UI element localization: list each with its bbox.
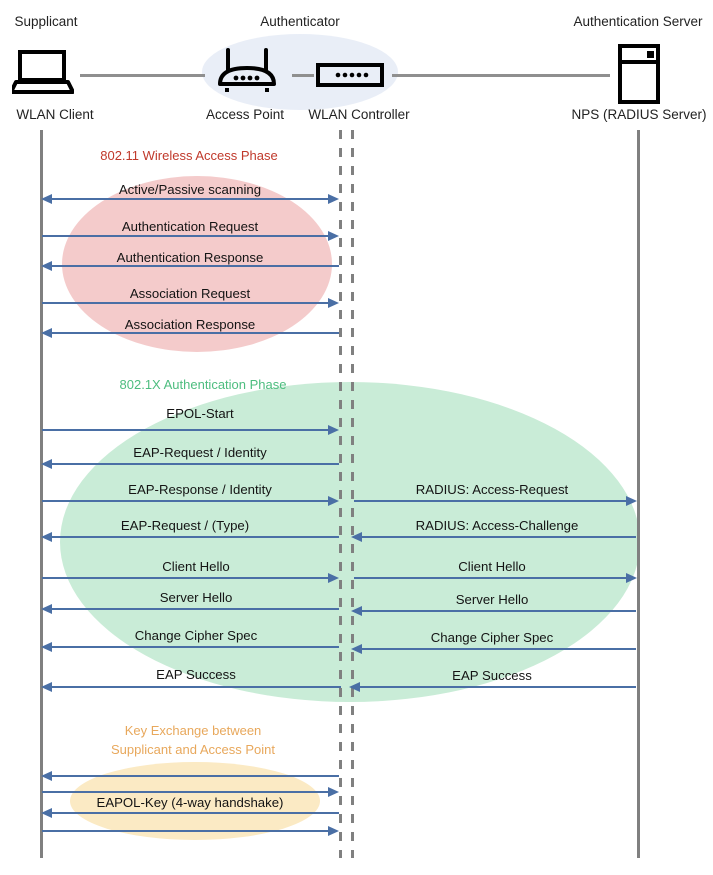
- message-label-server-hello-left: Server Hello: [159, 590, 233, 605]
- arrowhead-right-assoc-request: [328, 298, 339, 308]
- message-arrow-eap-success-left: [52, 686, 341, 688]
- actor-role-authentication-server: Authentication Server: [573, 14, 703, 29]
- phase-label-dot1x-auth: 802.1X Authentication Phase: [119, 377, 287, 392]
- message-arrow-eap-success-right: [360, 686, 636, 688]
- arrowhead-left-eapol-key-3: [41, 808, 52, 818]
- arrowhead-left-eap-request-identity: [41, 459, 52, 469]
- message-arrow-eapol-start: [42, 429, 335, 431]
- phase-label-key-exchange-line2: Supplicant and Access Point: [110, 742, 276, 757]
- message-arrow-association-request: [42, 302, 335, 304]
- arrowhead-left-scanning: [41, 194, 52, 204]
- message-arrow-authentication-request: [42, 235, 335, 237]
- message-label-client-hello-right: Client Hello: [458, 559, 526, 574]
- arrowhead-left-assoc-response: [41, 328, 52, 338]
- arrowhead-left-eapol-key-1: [41, 771, 52, 781]
- message-label-client-hello-left: Client Hello: [162, 559, 230, 574]
- arrowhead-right-eap-response-identity: [328, 496, 339, 506]
- actor-device-wlan-client: WLAN Client: [16, 107, 94, 122]
- actor-role-supplicant: Supplicant: [14, 14, 78, 29]
- message-arrow-association-response: [52, 332, 339, 334]
- message-arrow-radius-access-request: [354, 500, 628, 502]
- arrowhead-left-server-hello-right: [351, 606, 362, 616]
- message-label-eap-request-identity: EAP-Request / Identity: [133, 445, 267, 460]
- lifeline-supplicant: [40, 130, 43, 858]
- message-arrow-client-hello-right: [354, 577, 628, 579]
- arrowhead-right-client-hello-left: [328, 573, 339, 583]
- authenticator-group-highlight: [202, 34, 398, 110]
- phase-label-wireless-access: 802.11 Wireless Access Phase: [100, 148, 278, 163]
- message-arrow-eap-response-identity: [42, 500, 335, 502]
- message-label-eap-success-left: EAP Success: [156, 667, 236, 682]
- message-label-server-hello-right: Server Hello: [455, 592, 529, 607]
- message-label-association-response: Association Response: [124, 317, 256, 332]
- link-controller-to-server: [392, 74, 610, 77]
- message-label-eapol-key-handshake: EAPOL-Key (4-way handshake): [96, 795, 284, 810]
- message-arrow-server-hello-right: [362, 610, 636, 612]
- message-label-association-request: Association Request: [129, 286, 251, 301]
- link-ap-to-controller: [292, 74, 314, 77]
- arrowhead-right-auth-request: [328, 231, 339, 241]
- lifeline-wlan-controller: [351, 130, 354, 858]
- actor-device-access-point: Access Point: [205, 107, 285, 122]
- message-label-eapol-start: EPOL-Start: [166, 406, 234, 421]
- message-arrow-server-hello-left: [52, 608, 339, 610]
- arrowhead-right-radius-access-request: [626, 496, 637, 506]
- message-label-radius-access-request: RADIUS: Access-Request: [415, 482, 569, 497]
- wireless-router-icon: [214, 48, 280, 99]
- message-label-eap-request-type: EAP-Request / (Type): [120, 518, 250, 533]
- server-rack-icon: [616, 44, 662, 109]
- message-arrow-change-cipher-spec-left: [52, 646, 339, 648]
- message-label-change-cipher-spec-left: Change Cipher Spec: [134, 628, 258, 643]
- arrowhead-right-eapol-start: [328, 425, 339, 435]
- arrowhead-right-eapol-key-2: [328, 787, 339, 797]
- message-arrow-client-hello-left: [42, 577, 335, 579]
- lifeline-access-point: [339, 130, 342, 858]
- message-arrow-eap-request-type: [52, 536, 339, 538]
- link-client-to-ap: [80, 74, 205, 77]
- phase-label-key-exchange-line1: Key Exchange between: [124, 723, 262, 738]
- message-arrow-eapol-key-1: [52, 775, 339, 777]
- phase-highlight-wireless-access: [62, 176, 332, 352]
- actor-role-authenticator: Authenticator: [260, 14, 340, 29]
- message-arrow-eapol-key-3: [52, 812, 339, 814]
- message-arrow-change-cipher-spec-right: [362, 648, 636, 650]
- arrowhead-right-scanning: [328, 194, 339, 204]
- message-label-eap-response-identity: EAP-Response / Identity: [128, 482, 272, 497]
- message-label-change-cipher-spec-right: Change Cipher Spec: [430, 630, 554, 645]
- arrowhead-left-radius-access-challenge: [351, 532, 362, 542]
- network-switch-icon: [316, 63, 384, 92]
- message-arrow-eap-request-identity: [52, 463, 339, 465]
- arrowhead-left-auth-response: [41, 261, 52, 271]
- message-label-authentication-request: Authentication Request: [121, 219, 259, 234]
- arrowhead-left-eap-success-right: [349, 682, 360, 692]
- message-arrow-eapol-key-2: [42, 791, 335, 793]
- message-arrow-eapol-key-4: [42, 830, 335, 832]
- arrowhead-right-eapol-key-4: [328, 826, 339, 836]
- lifeline-authentication-server: [637, 130, 640, 858]
- arrowhead-right-client-hello-right: [626, 573, 637, 583]
- message-label-active-passive-scanning: Active/Passive scanning: [118, 182, 262, 197]
- message-label-radius-access-challenge: RADIUS: Access-Challenge: [415, 518, 579, 533]
- arrowhead-left-eap-request-type: [41, 532, 52, 542]
- arrowhead-left-change-cipher-spec-left: [41, 642, 52, 652]
- message-arrow-active-passive-scanning: [52, 198, 335, 200]
- actor-device-wlan-controller: WLAN Controller: [308, 107, 410, 122]
- message-arrow-authentication-response: [52, 265, 339, 267]
- arrowhead-left-change-cipher-spec-right: [351, 644, 362, 654]
- message-label-eap-success-right: EAP Success: [452, 668, 532, 683]
- actor-device-nps-radius-server: NPS (RADIUS Server): [571, 107, 707, 122]
- arrowhead-left-eap-success-left: [41, 682, 52, 692]
- laptop-icon: [9, 50, 75, 99]
- message-arrow-radius-access-challenge: [362, 536, 636, 538]
- message-label-authentication-response: Authentication Response: [116, 250, 264, 265]
- arrowhead-left-server-hello-left: [41, 604, 52, 614]
